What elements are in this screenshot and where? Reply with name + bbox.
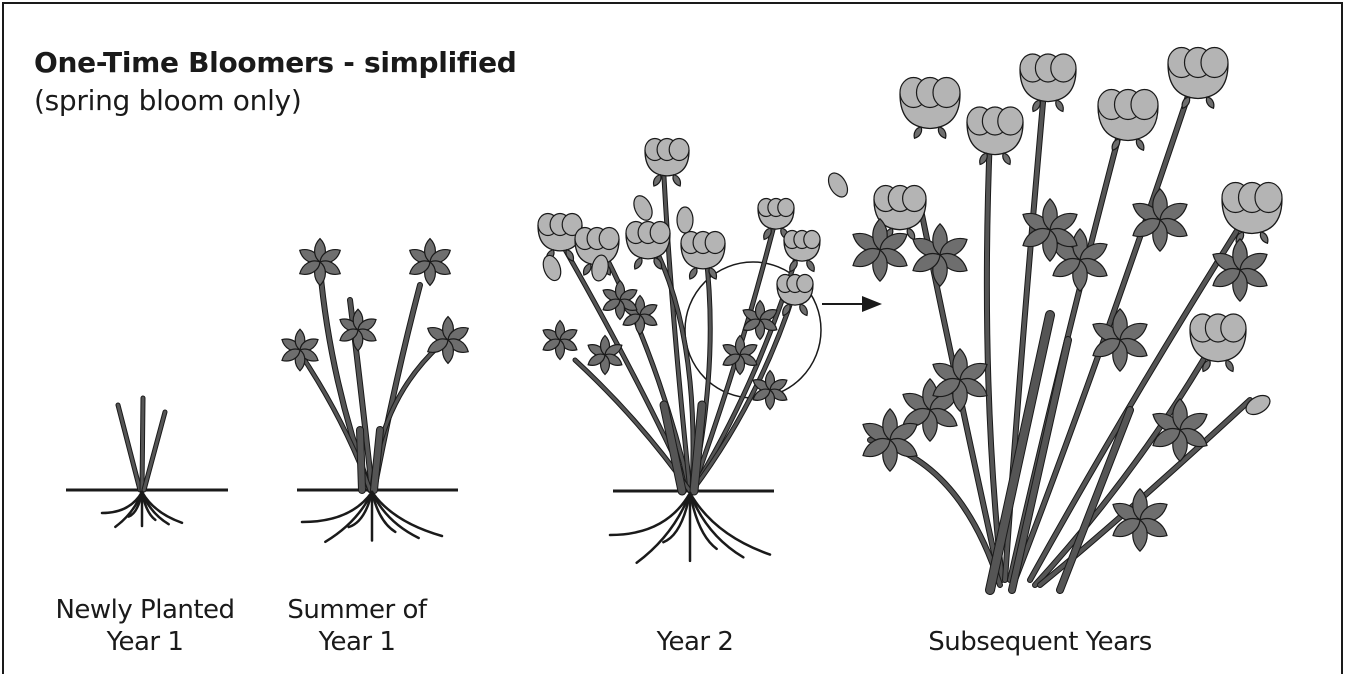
stage-summer-year1-plant — [280, 239, 471, 542]
caption-line2: Year 1 — [262, 626, 452, 658]
stem — [987, 135, 1002, 580]
stage-caption-1: Newly Planted Year 1 — [30, 594, 260, 658]
leaf — [936, 126, 948, 140]
bloom-petal — [797, 275, 813, 293]
bloom-petal — [1255, 183, 1282, 213]
zoom-arrow — [822, 296, 882, 312]
stage-caption-2: Summer of Year 1 — [262, 594, 452, 658]
stage-newly-planted-plant — [66, 398, 228, 527]
bud — [1243, 392, 1274, 419]
caption-line2: Subsequent Years — [890, 626, 1190, 658]
bloom-petal — [669, 139, 689, 161]
stem — [142, 398, 143, 490]
stage-year2-plant — [538, 139, 821, 563]
leaf — [671, 173, 683, 187]
leaf — [798, 303, 810, 317]
leaf — [1258, 231, 1270, 245]
bloom-petal — [705, 232, 725, 254]
stem — [374, 430, 380, 490]
leaf — [1224, 359, 1236, 373]
stage-caption-4: Subsequent Years — [890, 626, 1190, 658]
leaf — [805, 259, 817, 273]
bud — [540, 253, 564, 283]
bloom-petal — [650, 222, 670, 244]
root — [372, 492, 442, 536]
stage-subsequent-years-plant — [825, 48, 1282, 591]
leaf — [1134, 138, 1146, 152]
leaf — [632, 256, 644, 270]
stem — [144, 412, 165, 490]
caption-line2: Year 2 — [600, 626, 790, 658]
leaf — [651, 173, 663, 187]
bud — [630, 193, 655, 223]
stem — [360, 430, 362, 490]
stem — [118, 405, 140, 490]
bloom-petal — [1131, 90, 1158, 120]
bud — [677, 207, 693, 233]
bloom-petal — [599, 228, 619, 250]
bloom-petal — [804, 231, 820, 249]
bloom-petal — [778, 199, 794, 217]
leaf — [687, 266, 699, 280]
stem — [372, 345, 440, 490]
bloom-petal — [1201, 48, 1228, 78]
bloom-petal — [998, 107, 1023, 135]
caption-line1: Summer of — [262, 594, 452, 626]
caption-line2: Year 1 — [30, 626, 260, 658]
stem-outline — [372, 345, 440, 490]
root — [690, 493, 770, 555]
stage-caption-3: Year 2 — [600, 626, 790, 658]
leaf — [1054, 99, 1066, 113]
bloom-petal — [1221, 314, 1246, 342]
bud — [825, 170, 852, 201]
bloom-petal — [1051, 54, 1076, 82]
leaf — [1001, 152, 1013, 166]
bloom-petal — [933, 78, 960, 108]
leaf — [912, 126, 924, 140]
leaf — [1204, 96, 1216, 110]
bloom-petal — [903, 186, 926, 212]
caption-line1: Newly Planted — [30, 594, 260, 626]
